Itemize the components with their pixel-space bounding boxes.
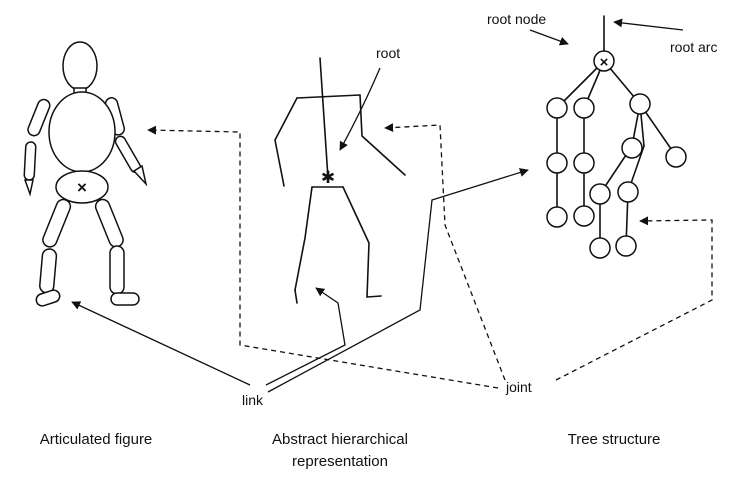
- joint-label: joint: [505, 379, 532, 395]
- caption-abstract-line1: Abstract hierarchical: [272, 431, 408, 448]
- link-arrow-tree: [267, 168, 529, 393]
- caption-abstract-line2: representation: [292, 453, 388, 470]
- caption-articulated-figure: Articulated figure: [40, 431, 153, 448]
- caption-tree-structure: Tree structure: [568, 431, 661, 448]
- tree-node: [546, 206, 568, 228]
- root-arrow: [339, 67, 381, 151]
- figure-hips: [55, 170, 109, 204]
- tree-node: [665, 146, 687, 168]
- joint-arrow-figure: [147, 125, 499, 389]
- tree-node: [629, 93, 651, 115]
- tree-node: [617, 181, 639, 203]
- root-node-arrow: [529, 29, 569, 46]
- tree-node: [615, 235, 637, 257]
- tree-node: [589, 183, 611, 205]
- svg-text:✱: ✱: [321, 168, 335, 187]
- tree-node: [589, 237, 611, 259]
- root-arc-arrow: [613, 18, 684, 31]
- abstract-skeleton: ✱: [274, 57, 406, 304]
- tree-node: [573, 152, 595, 174]
- svg-text:×: ×: [600, 54, 609, 71]
- tree-node: [621, 137, 643, 159]
- figure-right-arm: [104, 97, 148, 187]
- link-arrow-abstract: [265, 287, 346, 386]
- joint-arrow-abstract: [384, 123, 506, 381]
- tree-node: [573, 205, 595, 227]
- figure-right-leg: [94, 198, 140, 306]
- root-marker: ×: [77, 178, 87, 197]
- articulated-figure: ×: [23, 41, 148, 307]
- tree-node: [546, 152, 568, 174]
- root-label: root: [376, 45, 400, 61]
- figure-torso: [48, 91, 116, 173]
- figure-left-arm: [23, 98, 51, 197]
- link-arrow-figure: [71, 301, 251, 386]
- root-node-label: root node: [487, 11, 546, 27]
- link-label: link: [242, 392, 264, 408]
- joint-arrow-tree: [555, 216, 713, 381]
- root-arc-label: root arc: [670, 39, 717, 55]
- figure-head: [62, 41, 98, 91]
- figure-left-leg: [35, 198, 72, 307]
- tree-structure: ×: [546, 15, 687, 259]
- tree-node: [546, 97, 568, 119]
- tree-node: [573, 97, 595, 119]
